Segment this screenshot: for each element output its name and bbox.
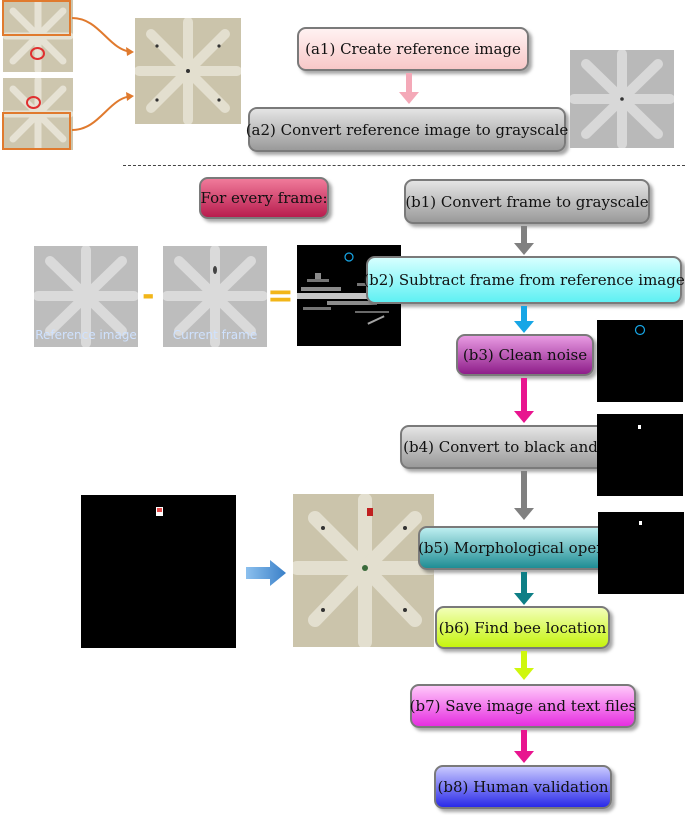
reference-frame-image: Reference image xyxy=(34,246,138,347)
arrow-b6-b7 xyxy=(521,651,527,669)
star-arena-icon xyxy=(135,18,241,124)
star-arena-icon xyxy=(34,246,138,347)
bee-circle-bottom xyxy=(26,96,41,109)
step-a2-grayscale-reference: (a2) Convert reference image to grayscal… xyxy=(246,107,568,152)
morph-result-image xyxy=(81,495,236,648)
star-arena-icon xyxy=(3,0,73,72)
arrow-b2-b3 xyxy=(521,306,527,322)
star-arena-icon xyxy=(570,50,674,148)
step-b1-grayscale-frame: (b1) Convert frame to grayscale xyxy=(404,179,650,224)
crop-highlight-top xyxy=(2,0,71,36)
arrow-b4-b5 xyxy=(521,471,527,509)
for-every-frame-label: For every frame: xyxy=(199,177,329,219)
minus-operator: - xyxy=(142,278,155,313)
step-b6-find-bee: (b6) Find bee location xyxy=(435,606,610,649)
reference-thumb-top xyxy=(3,0,73,72)
bee-circle-top xyxy=(30,47,45,60)
star-arena-icon xyxy=(163,246,267,347)
current-frame-image: Current frame xyxy=(163,246,267,347)
star-arena-icon xyxy=(293,494,434,647)
arrow-b2-b3-head xyxy=(514,321,534,333)
arrow-b1-b2 xyxy=(521,226,527,244)
detection-circle-icon xyxy=(634,324,646,336)
step-a1-create-reference: (a1) Create reference image xyxy=(297,27,529,71)
arrow-b6-b7-head xyxy=(514,668,534,680)
step-b7-save-files: (b7) Save image and text files xyxy=(410,684,636,728)
arrow-b4-b5-head xyxy=(514,508,534,520)
section-divider xyxy=(123,165,685,166)
equals-operator: = xyxy=(267,276,294,314)
bee-location-photo xyxy=(293,494,434,647)
reference-image-caption: Reference image xyxy=(35,328,137,342)
step-b8-human-validation: (b8) Human validation xyxy=(434,765,612,809)
star-arena-icon xyxy=(3,78,73,150)
bee-blob-icon xyxy=(639,521,642,525)
reference-thumb-bottom xyxy=(3,78,73,150)
morph-opening-image xyxy=(598,512,684,594)
arrow-b3-b4-head xyxy=(514,411,534,423)
bee-marker-icon xyxy=(156,507,163,516)
crop-highlight-bottom xyxy=(2,112,71,150)
arrow-a1-a2-head xyxy=(399,92,419,104)
black-white-image xyxy=(597,414,683,496)
reference-image-grayscale xyxy=(570,50,674,148)
arrow-b3-b4 xyxy=(521,378,527,412)
arrow-b5-b6 xyxy=(521,572,527,594)
arrow-b5-b6-head xyxy=(514,593,534,605)
step-b5-morphological-opening: (b5) Morphological opening xyxy=(418,526,630,570)
arrow-b7-b8 xyxy=(521,730,527,752)
current-frame-caption: Current frame xyxy=(172,328,258,342)
arrow-b1-b2-head xyxy=(514,243,534,255)
step-b3-clean-noise: (b3) Clean noise xyxy=(456,334,594,376)
reference-image-color xyxy=(135,18,241,124)
arrow-a1-a2 xyxy=(406,73,412,93)
bee-blob-icon xyxy=(638,425,641,429)
clean-noise-image xyxy=(597,320,683,402)
arrow-b7-b8-head xyxy=(514,751,534,763)
step-b2-subtract: (b2) Subtract frame from reference image xyxy=(363,256,685,304)
blue-arrow-icon xyxy=(246,560,286,590)
orange-curve-arrows xyxy=(71,17,134,131)
